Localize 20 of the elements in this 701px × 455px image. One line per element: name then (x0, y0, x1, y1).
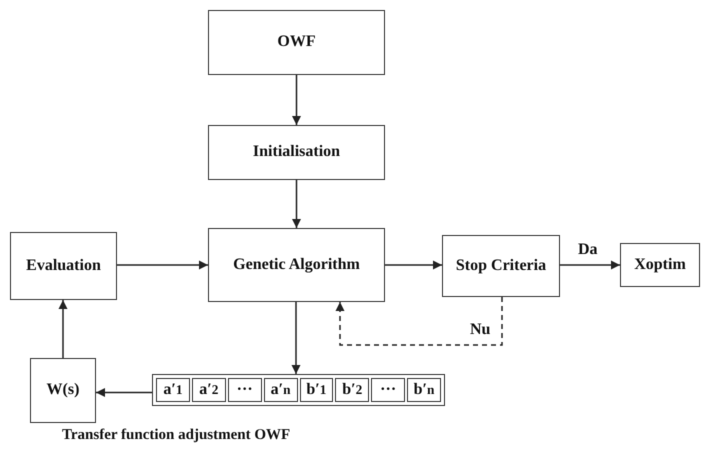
arrow (292, 180, 301, 228)
arrow (292, 301, 300, 374)
array-cell: ··· (228, 378, 262, 402)
process-box: Genetic Algorithm (208, 228, 385, 302)
caption: Transfer function adjustment OWF (62, 427, 290, 444)
process-box: OWF (208, 10, 385, 75)
process-box: Stop Criteria (442, 235, 560, 297)
arrow (560, 260, 620, 270)
process-box: Xoptim (620, 243, 700, 287)
arrow (117, 260, 208, 270)
arrow (96, 388, 152, 397)
arrow (292, 75, 301, 125)
arrow (336, 297, 503, 346)
array-cell: ··· (371, 378, 406, 402)
process-box: Initialisation (208, 125, 385, 180)
arrow (58, 300, 68, 358)
parameter-array (152, 374, 445, 406)
arrow (385, 260, 442, 270)
process-box: W(s) (30, 358, 96, 423)
process-box: Evaluation (10, 232, 117, 300)
